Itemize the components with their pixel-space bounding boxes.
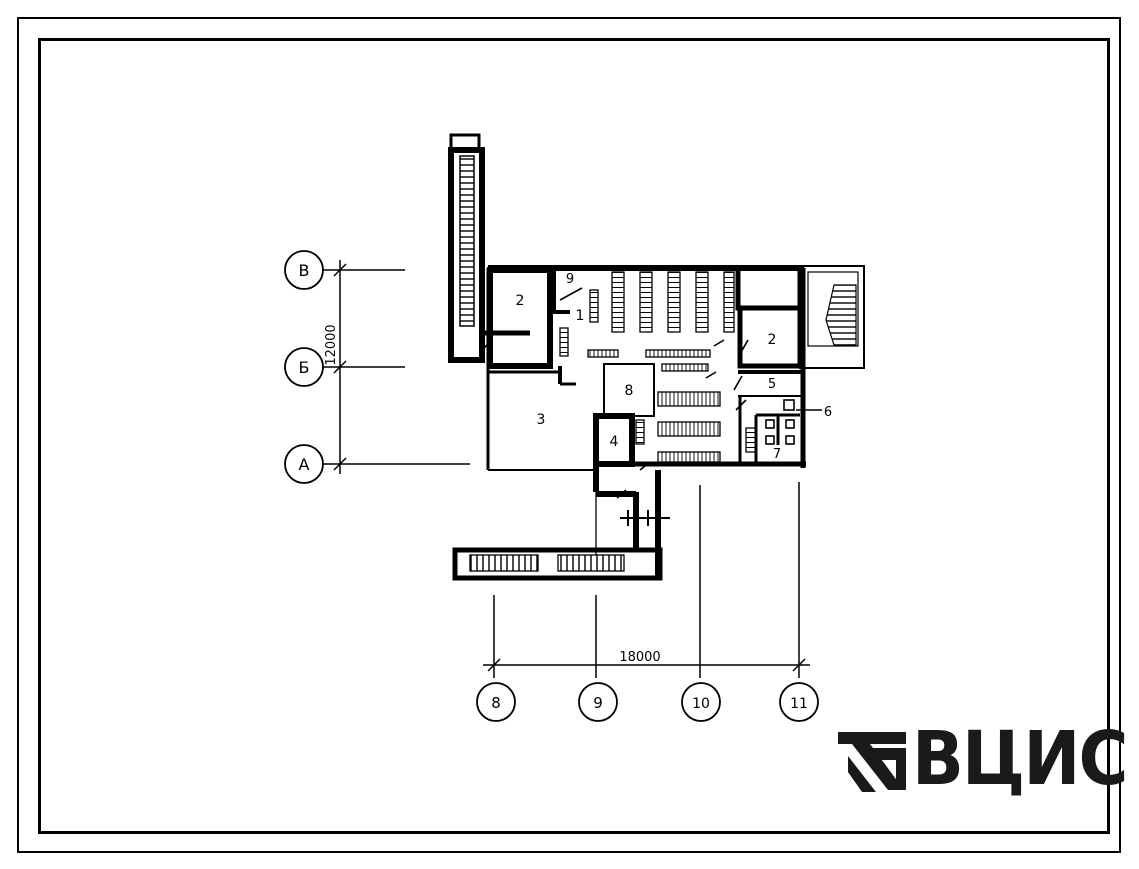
room-label-2b: 2 (768, 332, 777, 348)
logo-emblem-icon (838, 732, 906, 792)
room-label-9: 9 (566, 272, 574, 287)
svg-text:8: 8 (491, 694, 501, 712)
shelving-racks (559, 271, 757, 463)
outer-border (17, 17, 1121, 853)
row-axis-bubble-v: В (284, 250, 324, 290)
row-axis-lines (323, 260, 470, 474)
svg-text:Б: Б (299, 358, 310, 377)
row-axis-bubble-b: Б (284, 347, 324, 387)
logo-text: ВЦИС (912, 716, 1128, 802)
col-axis-bubble-11: 11 (779, 682, 819, 722)
col-axis-bubble-9: 9 (578, 682, 618, 722)
room-label-1: 1 (576, 308, 585, 324)
room-label-5: 5 (768, 377, 776, 392)
main-building-walls (482, 265, 806, 492)
room-label-3: 3 (537, 412, 546, 428)
dim-height-label: 12000 (324, 324, 339, 365)
room-label-2a: 2 (516, 293, 525, 309)
col-axis-lines (483, 482, 810, 678)
svg-text:10: 10 (692, 696, 710, 712)
row-axis-bubble-a: А (284, 444, 324, 484)
svg-text:В: В (299, 261, 310, 280)
stair-corridor-upper (448, 133, 485, 363)
svg-text:А: А (299, 455, 310, 474)
inner-border (38, 38, 1110, 834)
svg-text:9: 9 (593, 694, 603, 712)
room-label-6: 6 (824, 405, 832, 420)
stair-corridor-lower (452, 470, 670, 581)
room-label-8: 8 (625, 383, 634, 399)
stair-block-right (799, 265, 865, 369)
room-label-4: 4 (610, 434, 619, 450)
dim-width-label: 18000 (619, 650, 660, 665)
col-axis-bubble-8: 8 (476, 682, 516, 722)
room-label-7: 7 (773, 447, 781, 462)
col-axis-bubble-10: 10 (681, 682, 721, 722)
svg-text:11: 11 (790, 696, 808, 712)
room-labels: 1 2 2 3 4 5 6 7 8 9 (516, 272, 833, 462)
door-marks (479, 287, 822, 499)
